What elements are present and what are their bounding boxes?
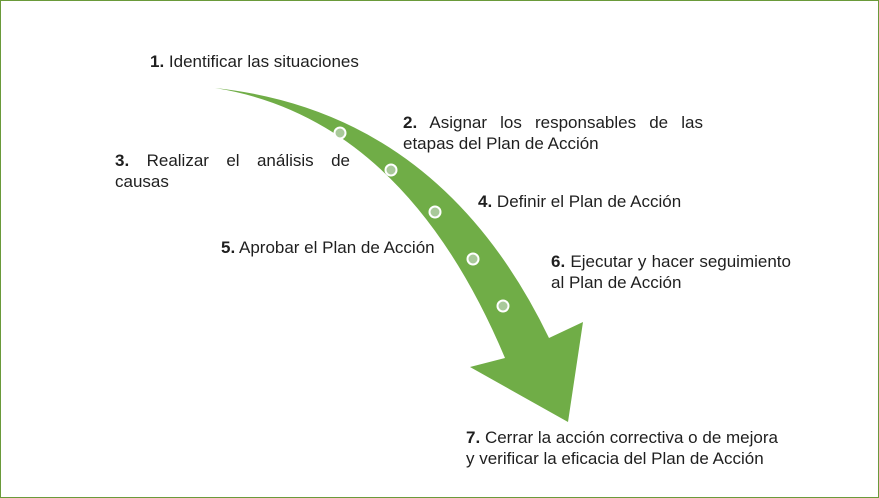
step-3-text: Realizar el análisis de causas bbox=[115, 151, 350, 191]
circle-dot-icon bbox=[496, 299, 510, 313]
step-3: 3. Realizar el análisis de causas bbox=[115, 150, 350, 192]
step-2: 2. Asignar los responsables de las etapa… bbox=[403, 112, 703, 154]
step-5-number: 5. bbox=[221, 238, 236, 257]
step-4: 4. Definir el Plan de Acción bbox=[478, 191, 686, 212]
circle-dot-icon bbox=[384, 163, 398, 177]
step-1-text: Identificar las situaciones bbox=[168, 52, 359, 71]
circle-dot-icon bbox=[333, 126, 347, 140]
step-4-number: 4. bbox=[478, 192, 493, 211]
step-6-text: Ejecutar y hacer seguimiento al Plan de … bbox=[551, 252, 791, 292]
circle-dot-icon bbox=[428, 205, 442, 219]
step-4-text: Definir el Plan de Acción bbox=[496, 192, 682, 211]
step-1: 1. Identificar las situaciones bbox=[150, 51, 410, 72]
step-7: 7. Cerrar la acción correctiva o de mejo… bbox=[466, 427, 778, 469]
circle-dot-icon bbox=[466, 252, 480, 266]
step-5-text: Aprobar el Plan de Acción bbox=[238, 238, 435, 257]
step-2-text: Asignar los responsables de las etapas d… bbox=[403, 113, 703, 153]
curved-arrow-icon bbox=[215, 88, 583, 422]
step-7-text: Cerrar la acción correctiva o de mejora … bbox=[466, 428, 778, 468]
step-markers bbox=[333, 126, 510, 313]
step-5: 5. Aprobar el Plan de Acción bbox=[221, 237, 438, 258]
step-6-number: 6. bbox=[551, 252, 566, 271]
step-7-number: 7. bbox=[466, 428, 481, 447]
step-3-number: 3. bbox=[115, 151, 130, 170]
step-6: 6. Ejecutar y hacer seguimiento al Plan … bbox=[551, 251, 791, 293]
step-1-number: 1. bbox=[150, 52, 165, 71]
step-2-number: 2. bbox=[403, 113, 418, 132]
